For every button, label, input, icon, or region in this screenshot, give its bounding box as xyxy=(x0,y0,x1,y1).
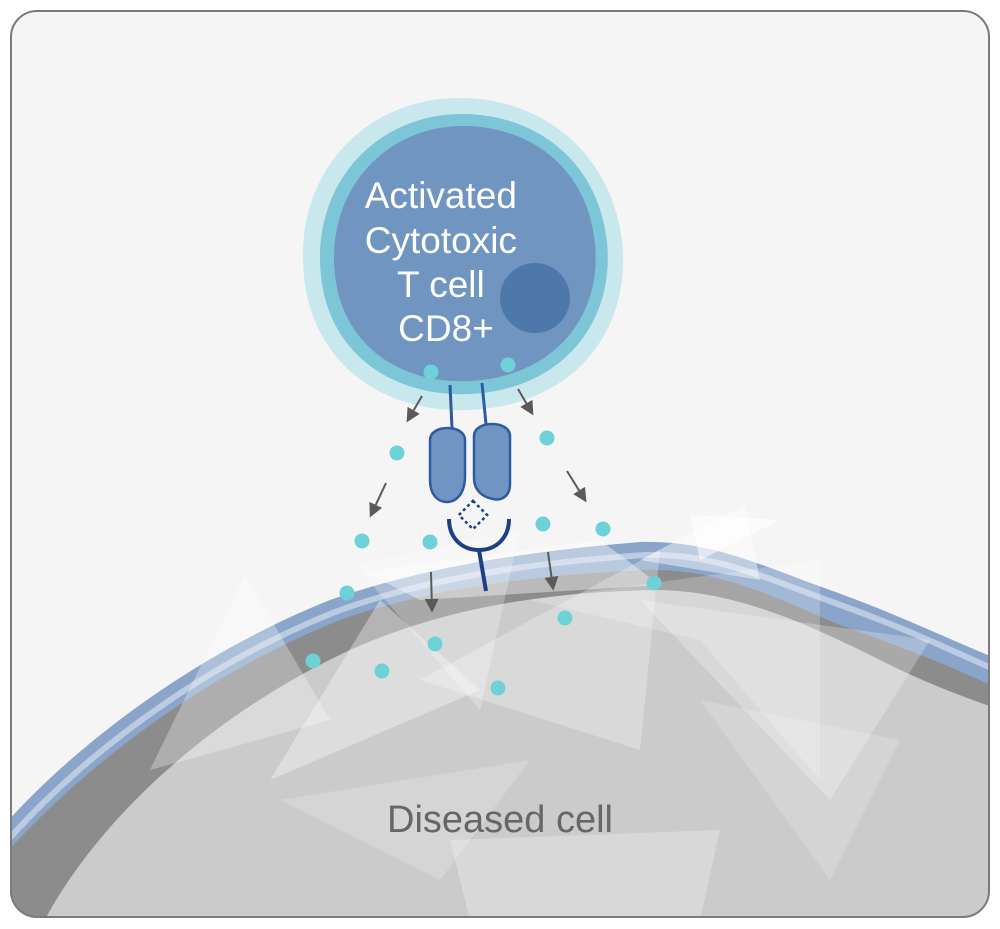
facet xyxy=(280,760,530,880)
cytotoxic-granule-icon xyxy=(535,516,551,532)
cytotoxic-granule-icon xyxy=(374,663,390,679)
cytotoxic-granule-icon xyxy=(646,575,662,591)
diseased-cell-body xyxy=(40,590,989,917)
tcr-stalk-left xyxy=(448,384,454,429)
t-cell-icon: Activated Cytotoxic T cell CD8+ xyxy=(302,98,624,411)
cytotoxic-granule-icon xyxy=(422,534,438,550)
cytotoxic-granule-icon xyxy=(539,430,555,446)
release-arrows xyxy=(369,388,587,613)
cytotoxic-granule-icon xyxy=(305,653,321,669)
diseased-cell-label: Diseased cell xyxy=(387,799,613,841)
release-arrow-icon xyxy=(566,470,587,503)
mhc-stalk xyxy=(477,549,488,592)
tcr-stalk-right xyxy=(480,382,488,425)
t-cell-label-line-1: Activated xyxy=(365,175,517,216)
facet xyxy=(450,830,720,917)
facet xyxy=(355,530,520,710)
diseased-cell-highlight xyxy=(11,551,989,842)
release-arrow-icon xyxy=(369,482,387,518)
facet xyxy=(690,515,780,560)
t-cell-label-line-2: Cytotoxic xyxy=(365,220,517,261)
release-arrow-icon xyxy=(544,551,559,591)
panel-border xyxy=(10,10,990,918)
facet xyxy=(150,575,330,770)
diseased-cell-icon xyxy=(11,505,989,917)
antigen-peptide xyxy=(457,499,489,531)
cytotoxic-granule-icon xyxy=(339,585,355,601)
cytotoxic-granule-icon xyxy=(595,521,611,537)
diseased-cell-facets xyxy=(150,505,930,917)
facet xyxy=(420,550,660,750)
facet xyxy=(530,560,820,780)
mhc-antigen-icon xyxy=(447,499,511,592)
facet xyxy=(365,540,660,600)
t-cell-label-line-4: CD8+ xyxy=(398,308,494,349)
facet xyxy=(700,700,900,880)
facet xyxy=(640,600,930,800)
release-arrow-icon xyxy=(517,388,534,416)
cytotoxic-granule-icon xyxy=(427,636,443,652)
cytotoxic-granule-icon xyxy=(354,533,370,549)
t-cell-nucleus xyxy=(500,263,570,333)
release-arrow-icon xyxy=(406,395,423,423)
facet xyxy=(270,600,480,780)
t-cell-label-line-3: T cell xyxy=(397,264,485,305)
tcr-chain-left xyxy=(428,426,467,504)
cytotoxic-granule-icon xyxy=(557,610,573,626)
t-cell-label: Activated Cytotoxic T cell CD8+ xyxy=(365,175,527,349)
tcr-receptor-icon xyxy=(428,382,512,504)
cytotoxic-granules xyxy=(305,357,662,696)
cytotoxic-granule-icon xyxy=(389,445,405,461)
release-arrow-icon xyxy=(424,571,439,613)
tcr-chain-right xyxy=(472,422,512,501)
cytotoxic-granule-icon xyxy=(490,680,506,696)
cytotoxic-granule-icon xyxy=(423,364,439,380)
facet xyxy=(640,505,760,580)
cytotoxic-granule-icon xyxy=(500,357,516,373)
